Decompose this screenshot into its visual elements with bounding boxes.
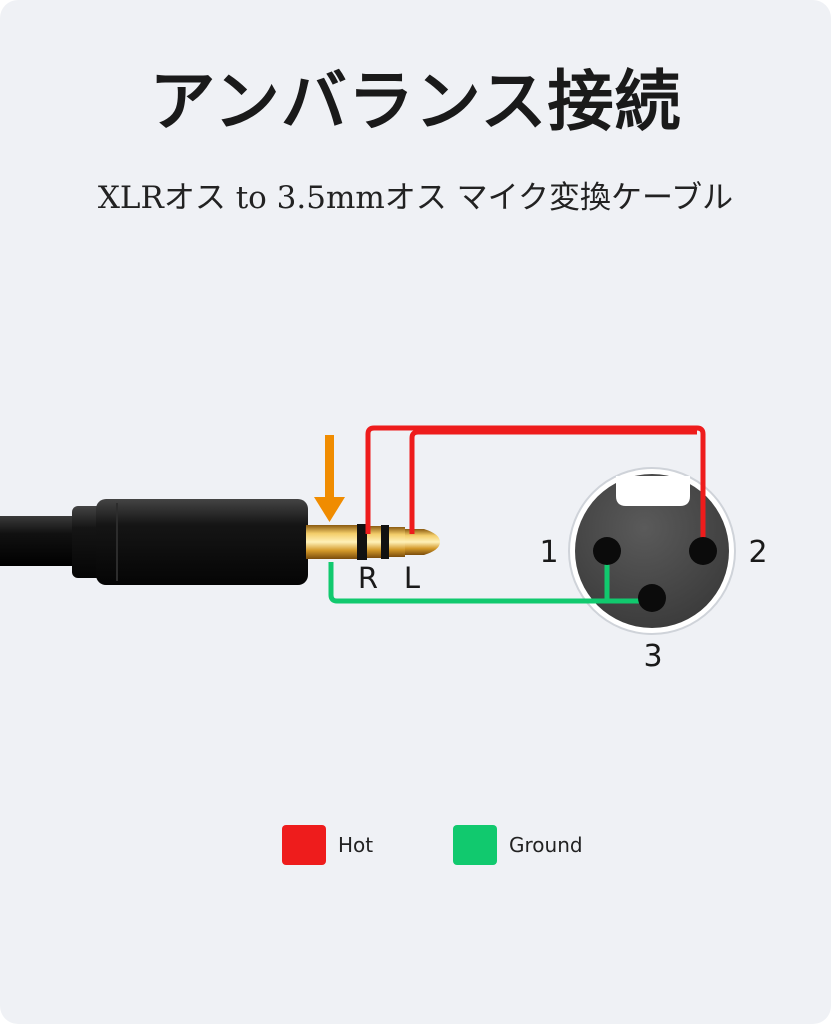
xlr-pin-2 bbox=[689, 537, 717, 565]
plug-label-r: R bbox=[358, 561, 378, 595]
pin-label-3: 3 bbox=[643, 639, 662, 674]
pin-label-1: 1 bbox=[539, 535, 558, 570]
hot-wire-l bbox=[409, 429, 697, 534]
legend-item-hot: Hot bbox=[282, 824, 373, 866]
xlr-key-notch bbox=[616, 476, 690, 506]
legend-item-ground: Ground bbox=[453, 824, 583, 866]
legend-label-hot: Hot bbox=[338, 833, 374, 857]
cable bbox=[0, 516, 80, 566]
legend-swatch-hot bbox=[282, 825, 326, 865]
legend-swatch-ground bbox=[453, 825, 497, 865]
pin-label-2: 2 bbox=[748, 535, 767, 570]
xlr-connector bbox=[568, 467, 736, 635]
hot-wire-r bbox=[365, 425, 706, 546]
ground-wire bbox=[328, 562, 652, 604]
xlr-pin-3 bbox=[638, 584, 666, 612]
page-subtitle: XLRオス to 3.5mmオス マイク変換ケーブル bbox=[97, 180, 734, 216]
arrow-down-icon bbox=[314, 435, 345, 522]
plug-body bbox=[96, 499, 308, 585]
plug-tip bbox=[306, 524, 440, 560]
xlr-pin-1 bbox=[593, 537, 621, 565]
page-title: アンバランス接続 bbox=[149, 63, 682, 140]
legend-label-ground: Ground bbox=[509, 833, 583, 857]
plug-label-l: L bbox=[404, 561, 420, 595]
